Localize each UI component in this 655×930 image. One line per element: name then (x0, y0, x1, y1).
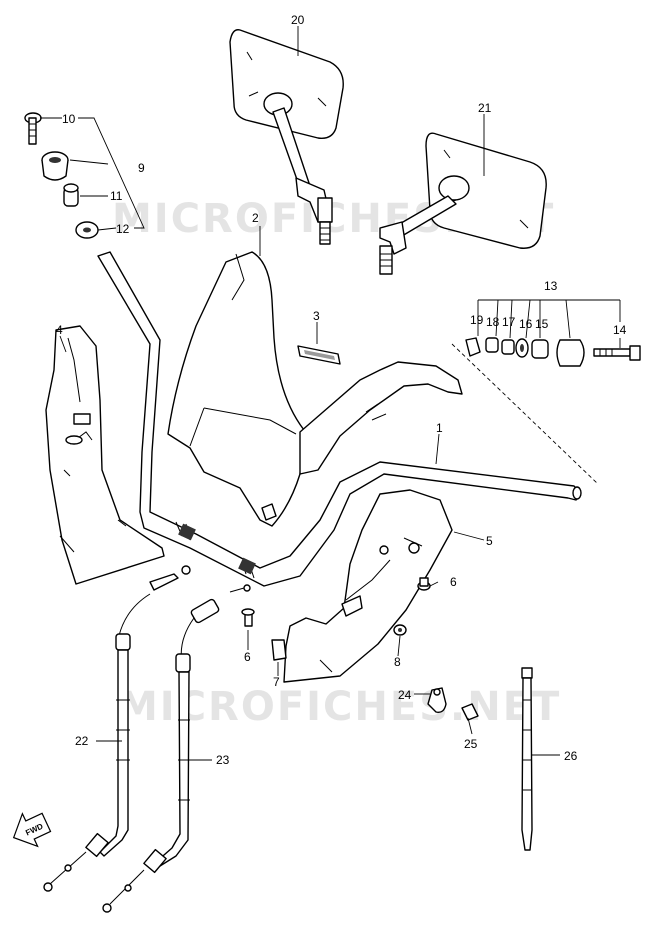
callout-5: 5 (486, 534, 493, 548)
bracket-19 (465, 337, 481, 357)
callout-14: 14 (613, 323, 627, 337)
callout-19: 19 (470, 313, 484, 327)
mirror-right (379, 132, 547, 275)
callout-7: 7 (273, 675, 280, 689)
callout-20: 20 (291, 13, 305, 27)
callout-6-left: 6 (244, 650, 251, 664)
callout-16: 16 (519, 317, 533, 331)
callout-8: 8 (394, 655, 401, 669)
grip-weight-13 (556, 339, 585, 367)
callout-18: 18 (486, 315, 500, 329)
cable-tie-26 (521, 667, 533, 851)
throttle-cable-22 (43, 565, 191, 892)
callout-4: 4 (56, 323, 63, 337)
handlebar-1 (97, 251, 582, 587)
grip-end-9 (41, 151, 69, 181)
callout-10: 10 (62, 112, 76, 126)
mirror-left (229, 29, 344, 245)
callout-3: 3 (313, 309, 320, 323)
screw-6-left (241, 608, 255, 627)
handlebar-holder (299, 361, 463, 475)
callout-1: 1 (436, 421, 443, 435)
callout-26: 26 (564, 749, 578, 763)
bolt-10 (24, 112, 42, 145)
emblem-3 (297, 345, 341, 365)
callouts: 20 21 10 9 11 12 2 13 19 18 17 16 15 14 … (56, 13, 627, 767)
left-cover-4 (45, 325, 165, 585)
handlebar-cover-2 (167, 251, 305, 527)
callout-2: 2 (252, 211, 259, 225)
callout-13: 13 (544, 279, 558, 293)
callout-21: 21 (478, 101, 492, 115)
watermark-bottom: MICROFICHES.NET (118, 684, 561, 730)
bolt-14 (593, 345, 641, 361)
right-cover-5 (283, 489, 453, 683)
callout-25: 25 (464, 737, 478, 751)
callout-6-right: 6 (450, 575, 457, 589)
callout-23: 23 (216, 753, 230, 767)
callout-17: 17 (502, 315, 516, 329)
callout-11: 11 (110, 189, 123, 203)
spacer-18 (485, 337, 499, 353)
callout-24: 24 (398, 688, 412, 702)
throttle-cable-23 (102, 584, 251, 913)
screw-25 (461, 703, 479, 721)
leader-lines (40, 26, 621, 761)
bushing-17 (501, 339, 515, 355)
callout-22: 22 (75, 734, 89, 748)
washer-16 (515, 338, 529, 358)
screw-8 (393, 624, 407, 636)
callout-9: 9 (138, 161, 145, 175)
fwd-arrow-icon: FWD (12, 812, 52, 848)
collar-11 (63, 183, 79, 207)
collar-15 (531, 339, 549, 359)
washer-12 (75, 221, 99, 239)
callout-12: 12 (116, 222, 130, 236)
screw-6-right (417, 577, 431, 591)
clamp-24 (427, 687, 447, 714)
callout-15: 15 (535, 317, 549, 331)
clip-7 (271, 639, 287, 661)
